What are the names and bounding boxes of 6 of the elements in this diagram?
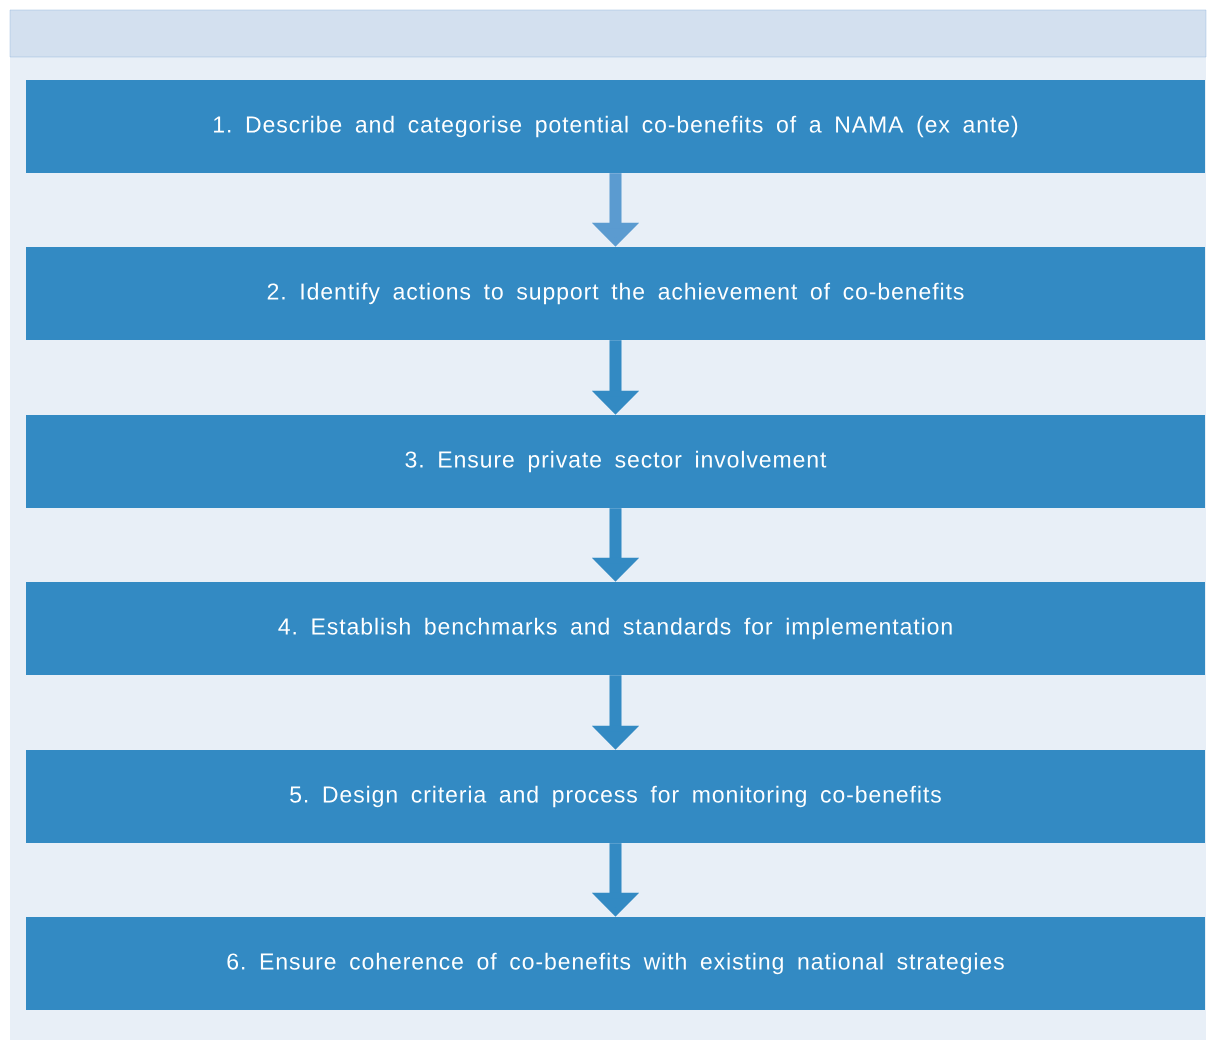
step-box: 2. Identify actions to support the achievement of co-benefits xyxy=(26,247,1205,340)
step-box: 4. Establish benchmarks and standards for implementation xyxy=(26,582,1205,675)
step-box: 3. Ensure private sector involvement xyxy=(26,415,1205,508)
step-box: 6. Ensure coherence of co-benefits with existing national strategies xyxy=(26,917,1205,1010)
step-box: 1. Describe and categorise potential co-benefits of a NAMA (ex ante) xyxy=(26,80,1205,173)
step-box: 5. Design criteria and process for monitoring co-benefits xyxy=(26,750,1205,843)
